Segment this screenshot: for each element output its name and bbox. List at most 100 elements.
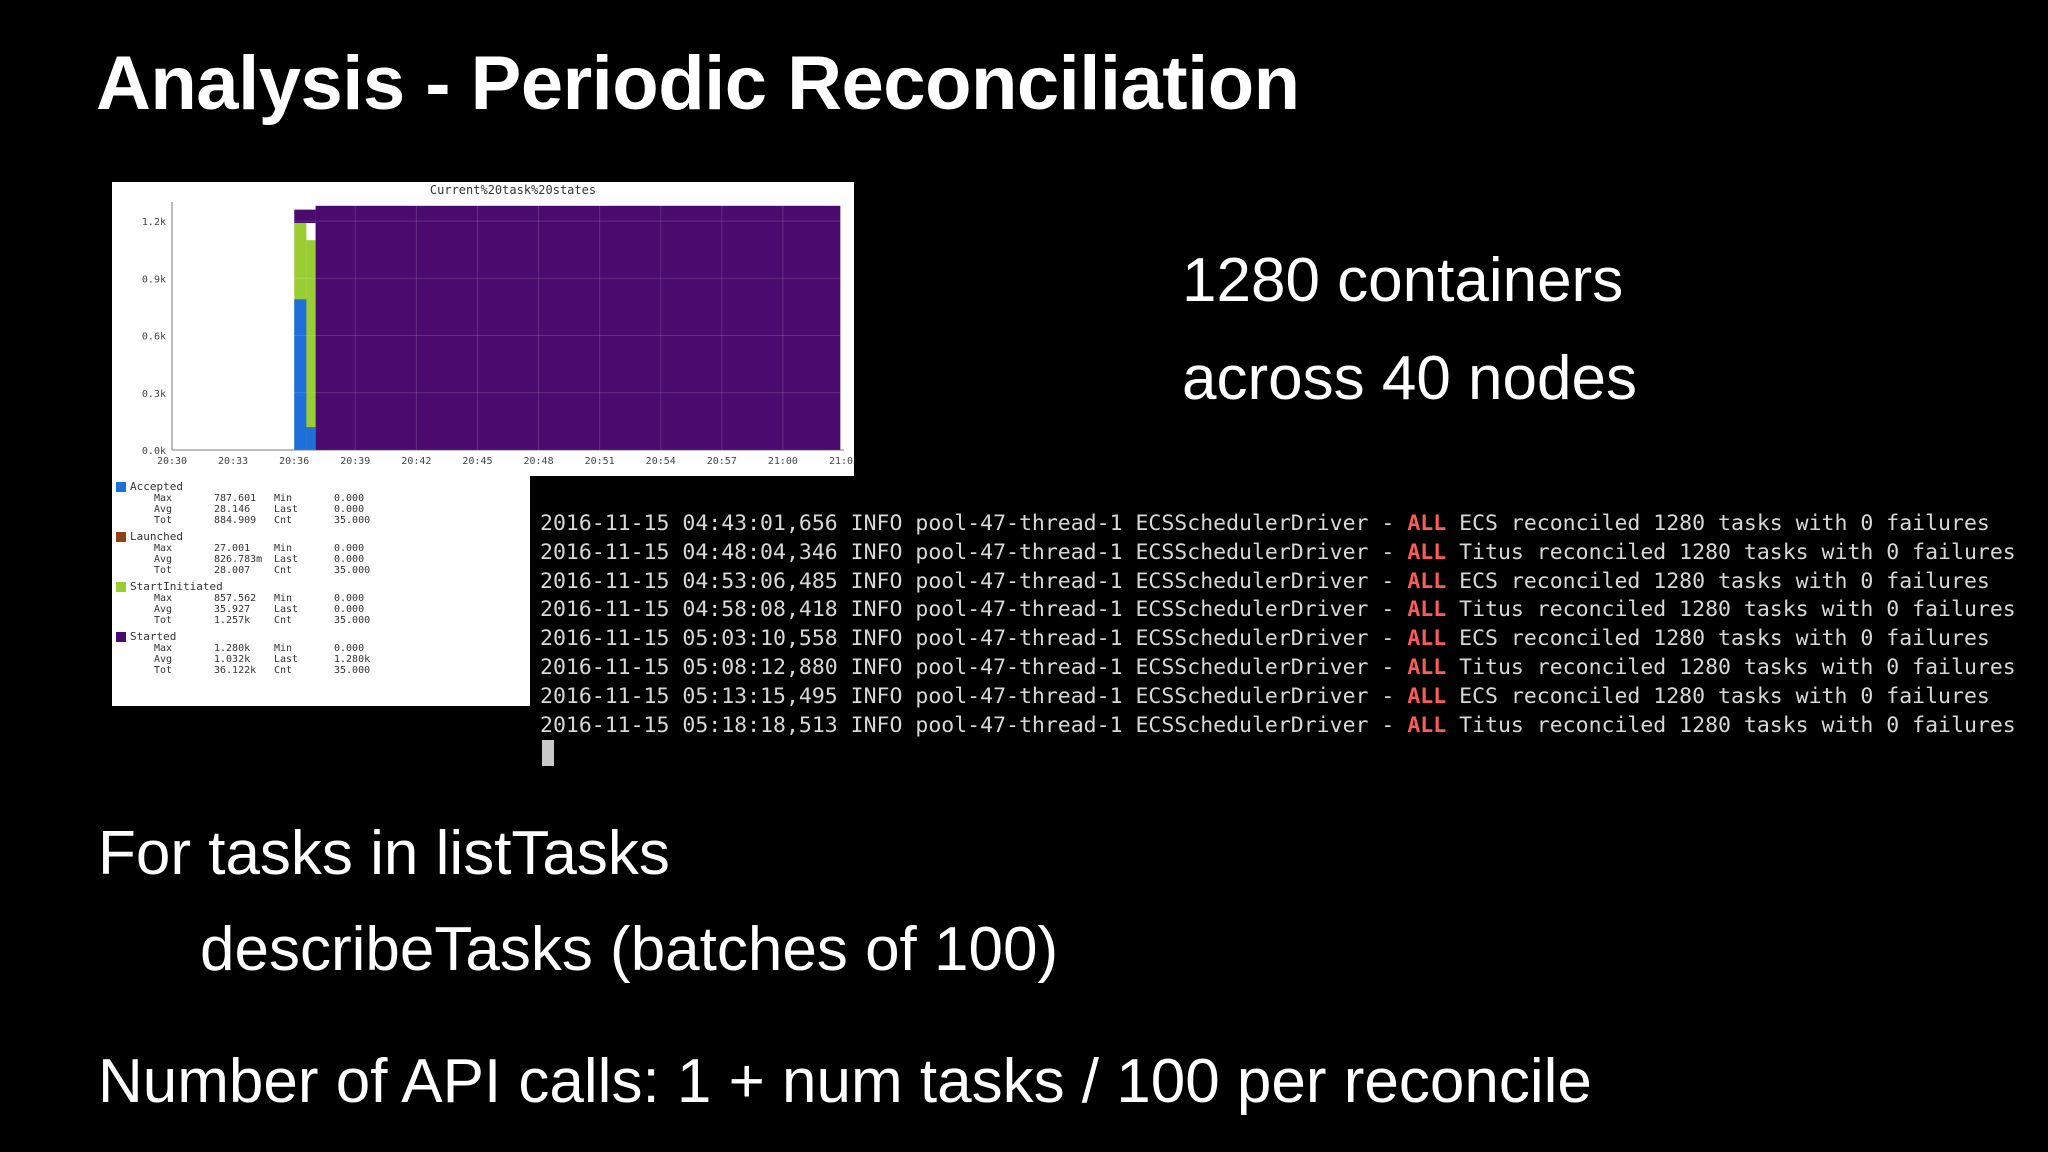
log-message: ECS reconciled 1280 tasks with 0 failure… (1459, 568, 1990, 594)
legend-stat-cell: 1.280k (214, 643, 251, 654)
legend-stat-cell: 1.257k (214, 615, 251, 626)
log-thread: pool-47-thread-1 (915, 568, 1123, 594)
legend-stat-cell: Last (274, 654, 299, 665)
legend-stat-cell: 884.909 (214, 515, 257, 526)
legend-stat-cell: Max (154, 543, 173, 554)
log-thread: pool-47-thread-1 (915, 597, 1123, 623)
log-marker: ALL (1407, 568, 1447, 594)
legend-stat-row: Max 1.280k Min 0.000 (154, 643, 530, 654)
log-thread: pool-47-thread-1 (915, 511, 1123, 536)
log-thread: pool-47-thread-1 (915, 683, 1123, 709)
log-line: 2016-11-15 04:58:08,418 INFO pool-47-thr… (540, 596, 2016, 625)
log-message: Titus reconciled 1280 tasks with 0 failu… (1459, 539, 2016, 565)
log-marker: ALL (1407, 654, 1447, 680)
log-level-info: INFO (850, 568, 903, 594)
legend-label: StartInitiated (130, 580, 223, 593)
log-line: 2016-11-15 04:48:04,346 INFO pool-47-thr… (540, 539, 2016, 568)
log-level-info: INFO (850, 539, 903, 565)
log-timestamp: 2016-11-15 05:13:15,495 (540, 683, 838, 709)
legend-stat-cell: Min (274, 593, 293, 604)
legend-stat-cell: 27.001 (214, 543, 251, 554)
log-message: ECS reconciled 1280 tasks with 0 failure… (1459, 511, 1990, 536)
log-timestamp: 2016-11-15 05:03:10,558 (540, 626, 838, 652)
log-line: 2016-11-15 04:53:06,485 INFO pool-47-thr… (540, 568, 2016, 597)
log-logger: ECSSchedulerDriver (1135, 597, 1369, 623)
legend-stat-cell: Min (274, 493, 293, 504)
stats-block: 1280 containers across 40 nodes (1182, 232, 1637, 428)
slide-title: Analysis - Periodic Reconciliation (96, 41, 1300, 126)
legend-stat-cell: Cnt (274, 515, 293, 526)
legend-stat-cell: 0.000 (334, 493, 365, 504)
log-message: Titus reconciled 1280 tasks with 0 failu… (1459, 597, 2016, 623)
legend-stat-cell: 826.783m (214, 554, 263, 565)
log-logger: ECSSchedulerDriver (1135, 568, 1369, 594)
log-timestamp: 2016-11-15 04:53:06,485 (540, 568, 838, 594)
legend-label: Launched (130, 530, 183, 543)
legend-stat-cell: Cnt (274, 615, 293, 626)
log-message: Titus reconciled 1280 tasks with 0 failu… (1459, 654, 2016, 680)
log-timestamp: 2016-11-15 04:43:01,656 (540, 511, 838, 536)
area-started (315, 205, 841, 450)
legend-entry: Launched (116, 530, 530, 543)
log-separator: - (1381, 654, 1395, 680)
legend-stat-cell: Min (274, 543, 293, 554)
legend-stat-cell: 1.280k (334, 654, 371, 665)
x-tick-label: 20:51 (585, 456, 615, 467)
area-start-initiated-2 (306, 240, 316, 450)
log-line: 2016-11-15 05:13:15,495 INFO pool-47-thr… (540, 683, 2016, 712)
log-line: 2016-11-15 05:08:12,880 INFO pool-47-thr… (540, 654, 2016, 683)
legend-stat-cell: 28.146 (214, 504, 251, 515)
log-message: ECS reconciled 1280 tasks with 0 failure… (1459, 683, 1990, 709)
log-logger: ECSSchedulerDriver (1135, 511, 1369, 536)
legend-stat-cell: 0.000 (334, 554, 365, 565)
log-timestamp: 2016-11-15 04:58:08,418 (540, 597, 838, 623)
terminal: 2016-11-15 04:43:01,656 INFO pool-47-thr… (530, 478, 2016, 778)
legend-stat-cell: Avg (154, 554, 173, 565)
log-logger: ECSSchedulerDriver (1135, 683, 1369, 709)
y-tick-label: 0.9k (142, 274, 166, 285)
log-logger: ECSSchedulerDriver (1135, 712, 1369, 738)
x-tick-label: 21:03 (829, 456, 854, 467)
log-timestamp: 2016-11-15 04:48:04,346 (540, 539, 838, 565)
legend-stat-cell: 1.032k (214, 654, 251, 665)
legend-stat-cell: 35.000 (334, 515, 371, 526)
legend-stat-cell: Min (274, 643, 293, 654)
stat-containers: 1280 containers (1182, 246, 1624, 315)
legend-stat-cell: Tot (154, 565, 173, 576)
x-tick-label: 20:33 (218, 456, 248, 467)
legend-stat-cell: 35.927 (214, 604, 251, 615)
legend-stat-cell: Max (154, 643, 173, 654)
legend-stat-cell: 0.000 (334, 604, 365, 615)
terminal-cursor (542, 740, 554, 766)
log-level-info: INFO (850, 654, 903, 680)
log-thread: pool-47-thread-1 (915, 654, 1123, 680)
log-marker: ALL (1407, 712, 1447, 738)
area-accepted-2 (306, 427, 316, 450)
log-separator: - (1381, 511, 1395, 536)
log-logger: ECSSchedulerDriver (1135, 654, 1369, 680)
legend-stat-cell: 0.000 (334, 643, 365, 654)
legend-swatch (116, 631, 126, 642)
legend-stat-cell: Tot (154, 615, 173, 626)
area-started-early (294, 209, 316, 223)
legend-stat-cell: 35.000 (334, 615, 371, 626)
stat-nodes: across 40 nodes (1182, 344, 1637, 413)
legend-stat-cell: 35.000 (334, 565, 371, 576)
x-tick-label: 20:45 (462, 456, 492, 467)
body-line-describe-tasks: describeTasks (batches of 100) (200, 915, 1059, 984)
legend-swatch (116, 581, 126, 592)
log-separator: - (1381, 626, 1395, 652)
legend-stat-cell: Avg (154, 654, 173, 665)
x-tick-label: 21:00 (768, 456, 798, 467)
x-tick-label: 20:48 (523, 456, 553, 467)
